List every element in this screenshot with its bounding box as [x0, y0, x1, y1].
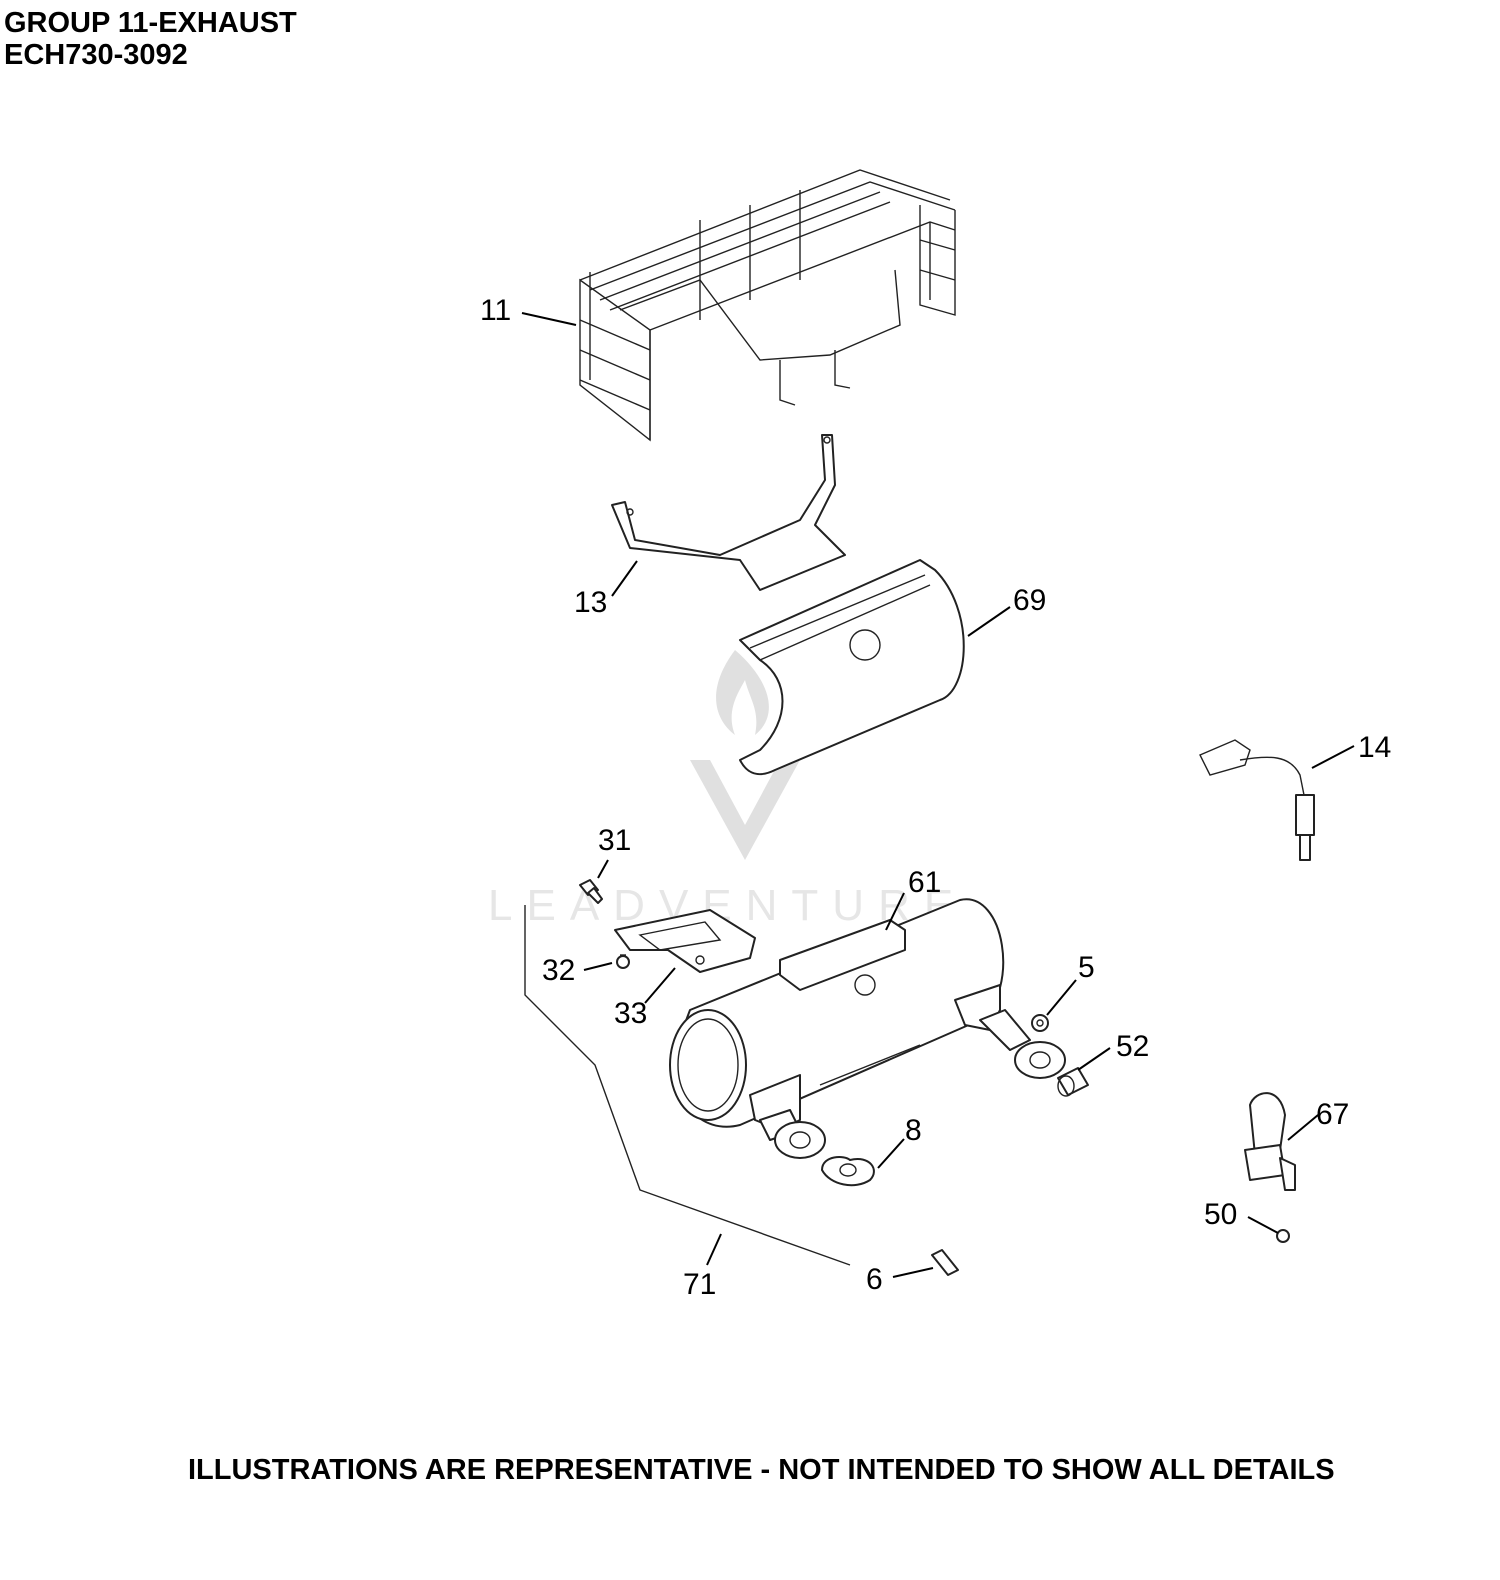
- muffler-bracket-part: [614, 909, 756, 973]
- bracket-part: [611, 434, 846, 591]
- callout-32: 32: [542, 954, 575, 987]
- callout-52: 52: [1116, 1030, 1149, 1063]
- callout-6: 6: [866, 1263, 883, 1296]
- model-number: ECH730-3092: [4, 39, 188, 71]
- pipe-sleeve-part: [1057, 1067, 1089, 1097]
- heat-shield-part: [739, 559, 965, 776]
- oxygen-sensor-part: [1199, 739, 1315, 861]
- wire-guard-part: [579, 169, 956, 442]
- flange-nut-part: [1031, 1014, 1049, 1032]
- callout-61: 61: [908, 866, 941, 899]
- callout-31: 31: [598, 824, 631, 857]
- stud-part: [931, 1249, 959, 1276]
- callout-69: 69: [1013, 584, 1046, 617]
- exhaust-outlet-part: [1244, 1092, 1296, 1191]
- bolt-part: [579, 879, 603, 904]
- screw-part: [1276, 1229, 1290, 1243]
- callout-67: 67: [1316, 1098, 1349, 1131]
- disclaimer-text: ILLUSTRATIONS ARE REPRESENTATIVE - NOT I…: [188, 1454, 1335, 1486]
- callout-33: 33: [614, 997, 647, 1030]
- callout-5: 5: [1078, 951, 1095, 984]
- watermark-logo: [690, 650, 800, 860]
- nut-part: [616, 954, 630, 969]
- gasket-part: [821, 1156, 875, 1187]
- callout-71: 71: [683, 1268, 716, 1301]
- muffler-part: [669, 898, 1066, 1159]
- leader-lines: [521, 312, 1355, 1278]
- callout-50: 50: [1204, 1198, 1237, 1231]
- callout-13: 13: [574, 586, 607, 619]
- group-title: GROUP 11-EXHAUST: [4, 7, 297, 39]
- assembly-bracket-71: [524, 905, 851, 1266]
- callout-8: 8: [905, 1114, 922, 1147]
- callout-14: 14: [1358, 731, 1391, 764]
- callout-11: 11: [480, 294, 511, 327]
